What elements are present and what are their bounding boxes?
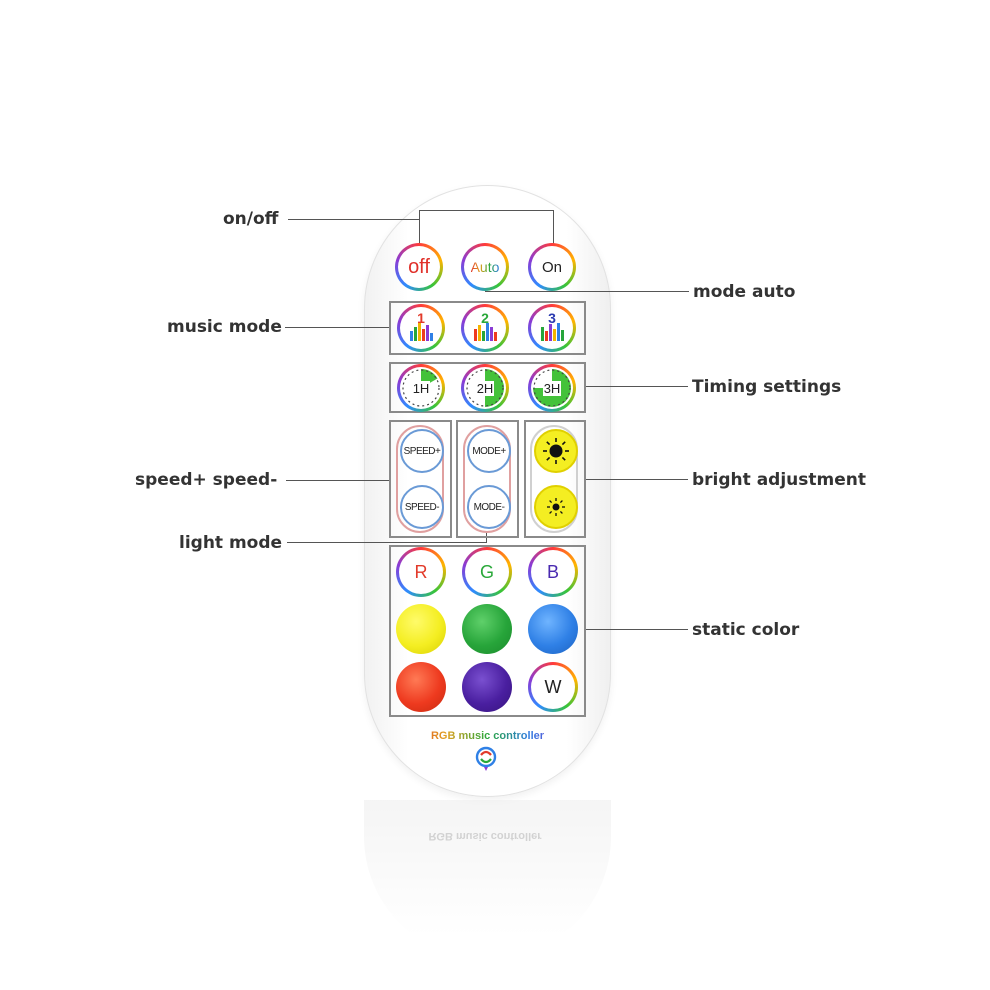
bracket-on-off-right — [553, 210, 554, 244]
leader-speed — [286, 480, 390, 481]
music-mode-1-label: 1 — [417, 310, 425, 326]
bright-up-button[interactable] — [534, 429, 578, 473]
speed-minus-button[interactable]: SPEED- — [400, 485, 444, 529]
callout-timing: Timing settings — [692, 377, 842, 397]
white-button[interactable]: W — [528, 662, 578, 712]
bright-pill — [530, 425, 578, 533]
brand-logo-icon — [475, 746, 497, 771]
purple-color-button[interactable] — [462, 662, 512, 712]
mode-group — [456, 420, 519, 538]
timer-1h-label: 1H — [411, 380, 431, 396]
music-mode-3-button[interactable]: 3 — [528, 304, 576, 352]
callout-mode-auto: mode auto — [693, 282, 796, 302]
bright-group — [524, 420, 586, 538]
reflection-brand-text: RGB music controller — [428, 830, 542, 842]
equalizer-icon — [474, 323, 497, 341]
on-button[interactable]: On — [528, 243, 576, 291]
mode-plus-button[interactable]: MODE+ — [467, 429, 511, 473]
static-color-group — [389, 545, 586, 717]
music-mode-group — [389, 301, 586, 355]
green-color-button[interactable] — [462, 604, 512, 654]
speed-group — [389, 420, 452, 538]
bracket-on-off-left — [419, 210, 420, 244]
w-label: W — [544, 676, 562, 697]
equalizer-icon — [410, 323, 433, 341]
leader-light-mode — [287, 542, 487, 543]
auto-button[interactable]: Auto — [461, 243, 509, 291]
b-label: B — [546, 561, 559, 582]
speed-plus-button[interactable]: SPEED+ — [400, 429, 444, 473]
bright-down-button[interactable] — [534, 485, 578, 529]
music-mode-2-label: 2 — [481, 310, 489, 326]
on-label: On — [541, 258, 562, 276]
callout-speed: speed+ speed- — [135, 470, 278, 490]
bracket-on-off-top — [419, 210, 554, 211]
blue-color-button[interactable] — [528, 604, 578, 654]
leader-timing — [586, 386, 688, 387]
green-letter-button[interactable]: G — [462, 547, 512, 597]
mode-pill: MODE+ MODE- — [463, 425, 511, 533]
g-label: G — [479, 561, 494, 582]
auto-label: Auto — [470, 259, 500, 275]
timer-group — [389, 362, 586, 413]
off-label: off — [408, 255, 430, 278]
timer-3h-button[interactable]: 3H — [528, 364, 576, 412]
leader-music-mode — [285, 327, 390, 328]
timer-1h-button[interactable]: 1H — [397, 364, 445, 412]
leader-static-color — [586, 629, 688, 630]
remote-reflection — [364, 800, 611, 960]
leader-mode-auto — [485, 291, 689, 292]
blue-letter-button[interactable]: B — [528, 547, 578, 597]
music-mode-1-button[interactable]: 1 — [397, 304, 445, 352]
callout-music-mode: music mode — [167, 317, 282, 337]
leader-on-off — [288, 219, 419, 220]
callout-bright: bright adjustment — [692, 470, 866, 490]
off-button[interactable]: off — [395, 243, 443, 291]
leader-bright — [586, 479, 688, 480]
clock-icon — [466, 369, 504, 407]
callout-light-mode: light mode — [179, 533, 283, 553]
callout-on-off: on/off — [223, 209, 279, 229]
equalizer-icon — [541, 323, 564, 341]
sun-large-icon — [543, 438, 569, 464]
red-color-button[interactable] — [396, 662, 446, 712]
r-label: R — [414, 561, 428, 582]
brand-label: RGB music controller — [405, 730, 570, 742]
music-mode-3-label: 3 — [548, 310, 556, 326]
timer-3h-label: 3H — [542, 380, 562, 396]
timer-2h-label: 2H — [475, 380, 495, 396]
red-letter-button[interactable]: R — [396, 547, 446, 597]
sun-small-icon — [547, 498, 565, 516]
timer-2h-button[interactable]: 2H — [461, 364, 509, 412]
callout-static-color: static color — [692, 620, 800, 640]
yellow-color-button[interactable] — [396, 604, 446, 654]
mode-minus-button[interactable]: MODE- — [467, 485, 511, 529]
speed-pill: SPEED+ SPEED- — [396, 425, 444, 533]
music-mode-2-button[interactable]: 2 — [461, 304, 509, 352]
